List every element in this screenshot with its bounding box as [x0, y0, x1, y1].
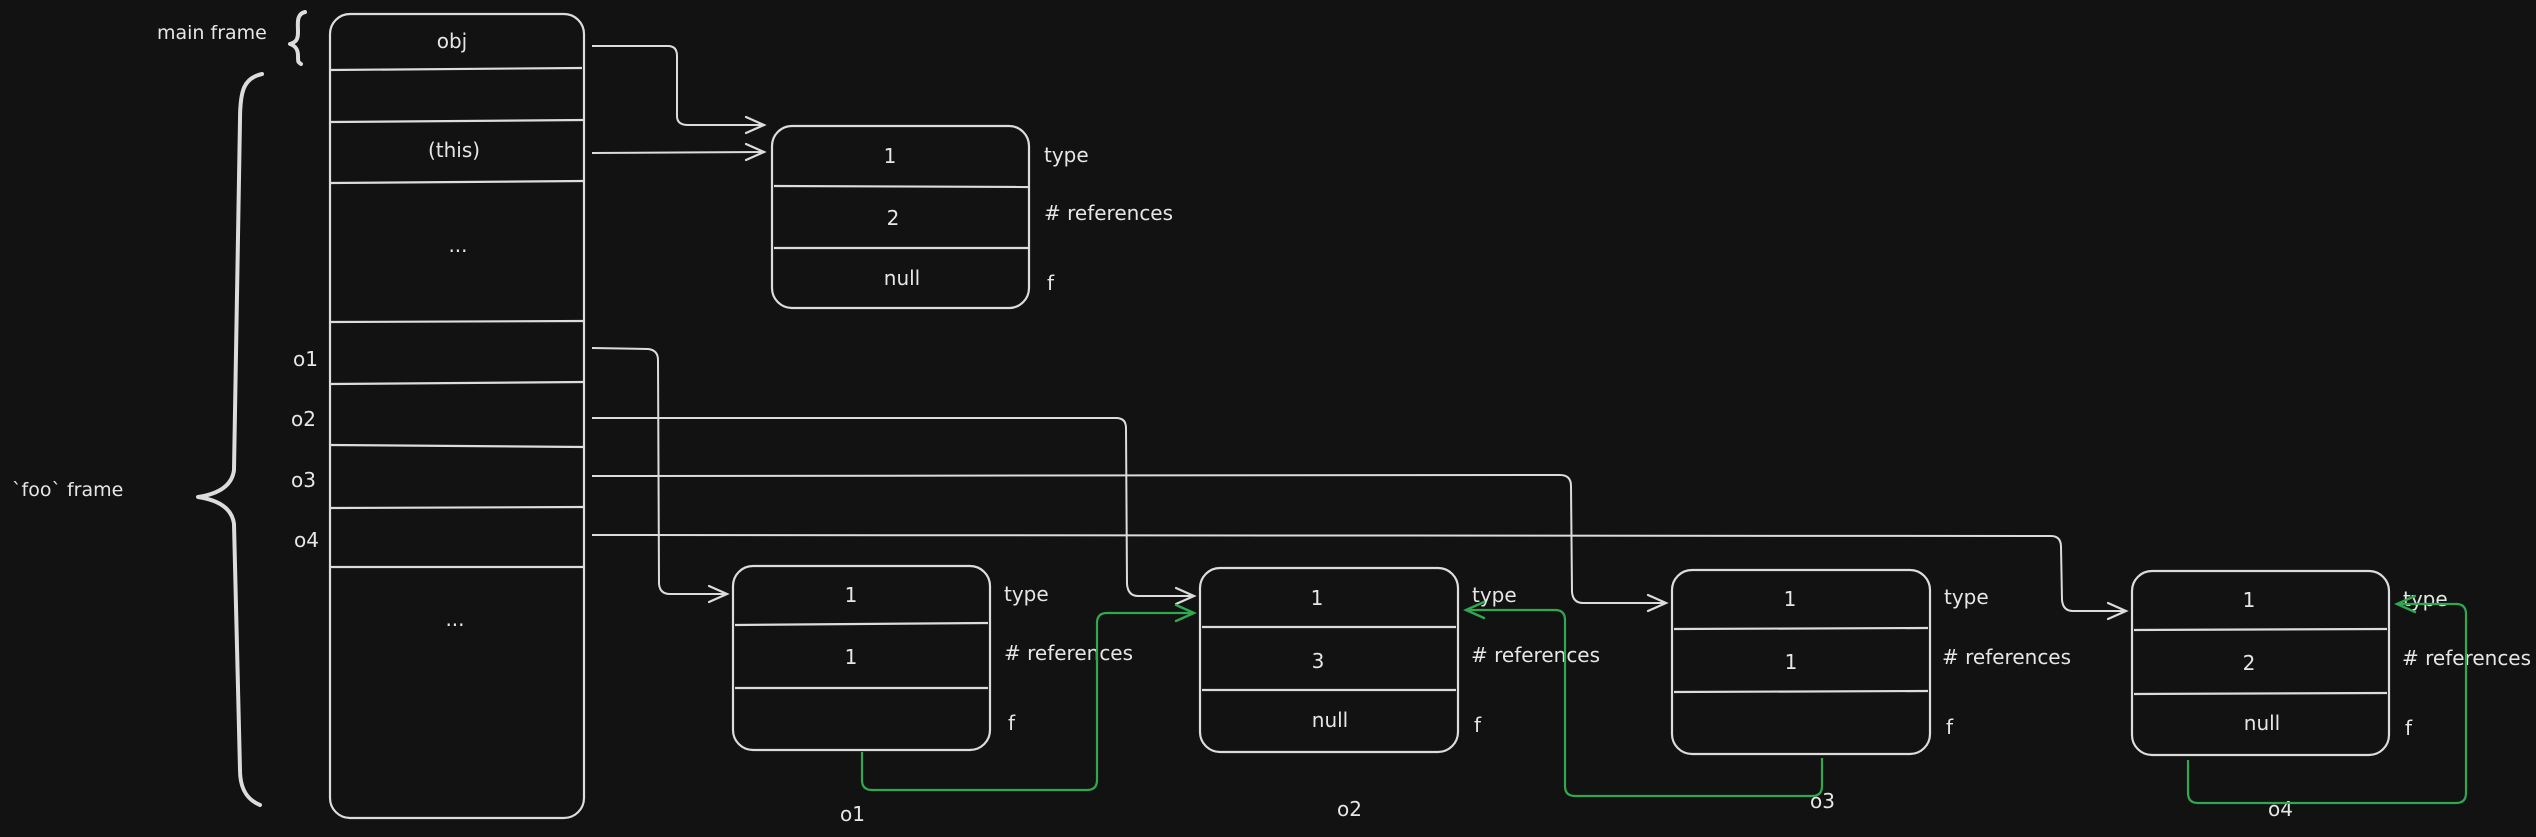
stack-var-o2: o2 [291, 407, 316, 431]
object-border [1670, 568, 1932, 756]
f-field-links [860, 594, 2468, 805]
stack-border [328, 12, 586, 820]
o1-f-link [860, 611, 1194, 792]
object-o1: 1 1 type # references f o1 [731, 564, 1133, 826]
o1-references-value: 1 [845, 645, 858, 669]
o1-reference-arrow [591, 347, 727, 595]
shared-object-references-value: 2 [887, 206, 900, 230]
o1-f-label: f [1008, 711, 1016, 735]
stack-divider [329, 319, 585, 324]
o1-type-label: type [1004, 582, 1049, 606]
object-divider [734, 621, 989, 627]
arrow-head [707, 584, 730, 604]
shared-object-f-label: f [1047, 271, 1055, 295]
stack-ellipsis-bottom: ... [445, 607, 464, 631]
arrow-head [2394, 594, 2417, 614]
stack-var-o4: o4 [294, 528, 319, 552]
stack-var-o1: o1 [293, 347, 318, 371]
object-border [731, 564, 992, 752]
o3-type-value: 1 [1784, 587, 1797, 611]
o1-references-label: # references [1004, 641, 1133, 665]
stack-ellipsis-top: ... [448, 233, 467, 257]
o3-references-label: # references [1942, 645, 2071, 669]
object-o2: 1 3 null type # references f o2 [1198, 566, 1600, 821]
stack-divider [329, 505, 585, 510]
shared-object: 1 2 null type # references f [770, 124, 1173, 310]
this-reference-arrow [591, 151, 765, 154]
o1-type-value: 1 [845, 583, 858, 607]
o1-name-label: o1 [840, 802, 865, 826]
arrow-head [1174, 603, 1197, 623]
stack-var-o3: o3 [291, 468, 316, 492]
o4-name-label: o4 [2268, 797, 2293, 821]
arrow-head [744, 142, 767, 162]
o2-f-value: null [1312, 708, 1348, 732]
stack-divider [329, 66, 583, 72]
stack-slot-obj: obj [437, 29, 468, 53]
obj-reference-arrow [592, 45, 764, 126]
o3-reference-arrow [591, 473, 1666, 604]
object-divider [2133, 691, 2388, 696]
o3-references-value: 1 [1785, 650, 1798, 674]
stack-divider [329, 179, 585, 185]
o4-f-value: null [2244, 711, 2280, 735]
stack-divider [329, 118, 585, 124]
object-o4: 1 2 null type # references f o4 [2130, 569, 2531, 821]
foo-frame-label: `foo` frame [12, 479, 123, 501]
main-frame-brace [288, 10, 307, 66]
object-divider [773, 184, 1029, 189]
stack-column [328, 12, 586, 820]
arrow-head [2106, 601, 2129, 621]
o2-f-label: f [1474, 713, 1482, 737]
o4-f-link [2186, 602, 2468, 805]
arrow-head [1646, 593, 1669, 613]
shared-object-type-value: 1 [884, 144, 897, 168]
arrow-head [744, 115, 767, 135]
stack-reference-arrows [591, 45, 2129, 621]
o4-reference-arrow [591, 534, 2126, 612]
o3-f-label: f [1946, 715, 1954, 739]
o2-type-value: 1 [1311, 586, 1324, 610]
object-o3: 1 1 type # references f o3 [1670, 568, 2071, 813]
o4-type-value: 1 [2243, 588, 2256, 612]
o3-type-label: type [1944, 585, 1989, 609]
arrow-head [1174, 586, 1197, 606]
o2-references-label: # references [1471, 643, 1600, 667]
o3-name-label: o3 [1810, 789, 1835, 813]
object-divider [2133, 627, 2388, 632]
o2-references-value: 3 [1312, 649, 1325, 673]
stack-slot-this: (this) [428, 138, 480, 162]
shared-object-f-value: null [884, 266, 920, 290]
o4-f-label: f [2405, 716, 2413, 740]
shared-object-type-label: type [1044, 143, 1089, 167]
object-divider [1673, 689, 1929, 694]
o2-name-label: o2 [1337, 797, 1362, 821]
object-divider [1673, 626, 1929, 631]
object-border [770, 124, 1031, 310]
stack-divider [329, 380, 585, 386]
main-frame-label: main frame [157, 22, 267, 44]
o2-reference-arrow [592, 417, 1194, 597]
foo-frame-brace [196, 72, 264, 807]
o4-references-value: 2 [2243, 651, 2256, 675]
shared-object-references-label: # references [1044, 201, 1173, 225]
object-border [2130, 569, 2391, 757]
stack-divider [329, 443, 585, 449]
object-border [1198, 566, 1460, 754]
o3-f-link [1466, 608, 1824, 798]
arrow-head [1463, 600, 1486, 620]
